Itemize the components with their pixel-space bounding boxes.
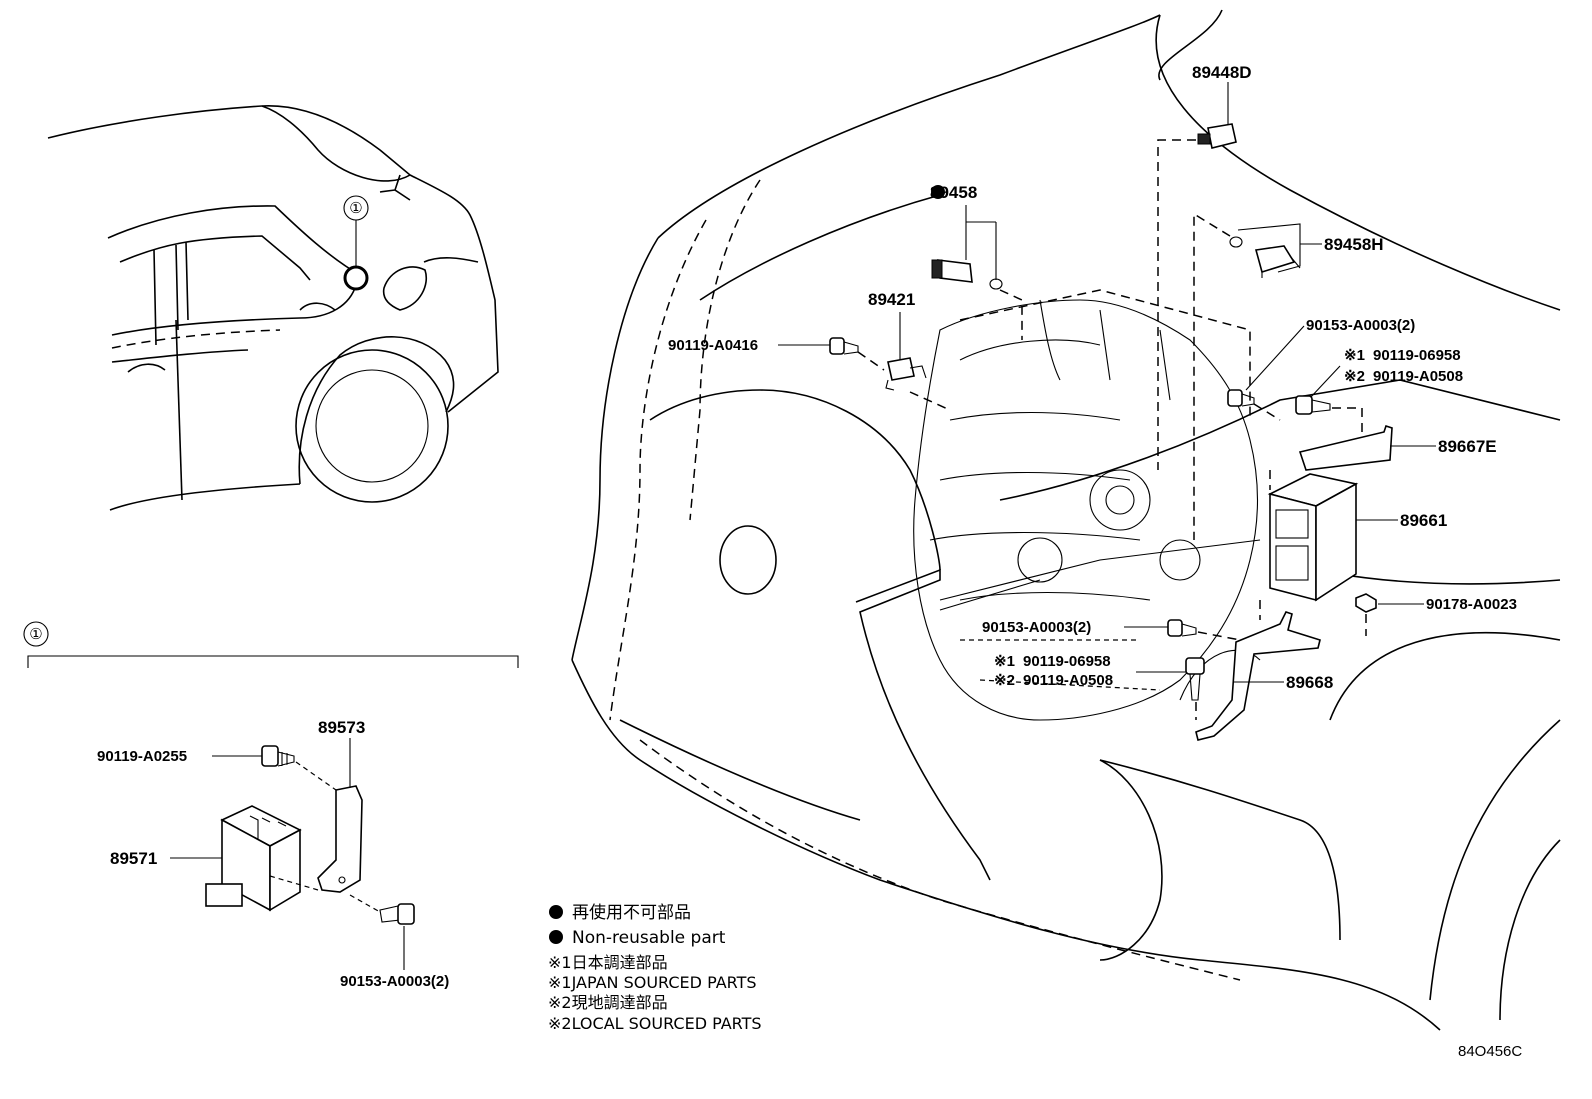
label-90119-06958-lower: 90119-06958 [1023, 653, 1111, 670]
callout-ref1-vehicle: ① [349, 200, 362, 217]
label-89668: 89668 [1286, 673, 1333, 692]
label-89573: 89573 [318, 718, 365, 737]
label-90119-A0255: 90119-A0255 [97, 748, 187, 765]
asterisk1-upper: ※1 [1344, 347, 1365, 364]
legend-non-reusable-en: Non-reusable part [572, 928, 726, 948]
gasket-89458 [989, 278, 1003, 290]
bolt-90119-A0255 [261, 745, 295, 767]
legend-local-en: ※2LOCAL SOURCED PARTS [548, 1014, 762, 1033]
label-89571: 89571 [110, 849, 157, 868]
label-90153-A0003-upper: 90153-A0003(2) [1306, 317, 1415, 334]
bracket-89668 [1195, 611, 1321, 741]
bolt-90153-A0003-detail [379, 903, 415, 925]
label-89667E: 89667E [1438, 437, 1497, 456]
bolt-90153-A0003-upper [1227, 389, 1255, 407]
legend-japan-en: ※1JAPAN SOURCED PARTS [548, 973, 757, 992]
bracket-89667E [1298, 424, 1393, 471]
label-90178-A0023: 90178-A0023 [1426, 596, 1517, 613]
label-90119-06958-upper: 90119-06958 [1373, 347, 1461, 364]
asterisk2-lower: ※2 [994, 672, 1015, 689]
asterisk1-lower: ※1 [994, 653, 1015, 670]
legend-non-reusable-jp: 再使用不可部品 [572, 902, 691, 923]
legend-japan-jp: ※1日本調達部品 [548, 953, 668, 972]
sensor-89448D [1157, 123, 1237, 470]
label-90119-A0508-lower: 90119-A0508 [1023, 672, 1113, 689]
legend-local-jp: ※2現地調達部品 [548, 993, 668, 1012]
label-90153-A0003-detail: 90153-A0003(2) [340, 973, 449, 990]
sensor-89458 [931, 259, 973, 283]
asterisk2-upper: ※2 [1344, 368, 1365, 385]
label-89448D: 89448D [1192, 63, 1252, 82]
legend-dot-1 [549, 905, 563, 919]
label-90119-A0508-upper: 90119-A0508 [1373, 368, 1463, 385]
label-90153-A0003-mid: 90153-A0003(2) [982, 619, 1091, 636]
non-reusable-dot-89458 [931, 185, 945, 199]
vehicle-rear-view: ① [47, 105, 499, 511]
label-90119-A0416: 90119-A0416 [668, 337, 758, 354]
detail-ref1-marker: ① [29, 626, 42, 643]
bolt-90119-06958-upper [1295, 395, 1331, 415]
nut-90178-A0023 [1355, 593, 1377, 613]
sensor-89458H [1229, 236, 1301, 278]
label-89421: 89421 [868, 290, 915, 309]
sensor-89421 [885, 357, 927, 391]
label-89661: 89661 [1400, 511, 1447, 530]
module-89571 [205, 805, 302, 912]
bolt-90119-06958-lower [1185, 657, 1205, 701]
legend: 再使用不可部品 Non-reusable part ※1日本調達部品 ※1JAP… [548, 902, 762, 1033]
bolt-90153-A0003-mid [1167, 619, 1197, 637]
detail-section: ① 90119-A0255 89573 89571 [23, 621, 519, 990]
label-89458H: 89458H [1324, 235, 1384, 254]
ecu-89661 [1267, 473, 1359, 602]
bolt-90119-A0416 [829, 337, 859, 355]
figure-code: 84O456C [1458, 1043, 1522, 1060]
legend-dot-2 [549, 930, 563, 944]
bracket-89573 [317, 785, 363, 893]
engine-bay-body [571, 9, 1561, 1031]
